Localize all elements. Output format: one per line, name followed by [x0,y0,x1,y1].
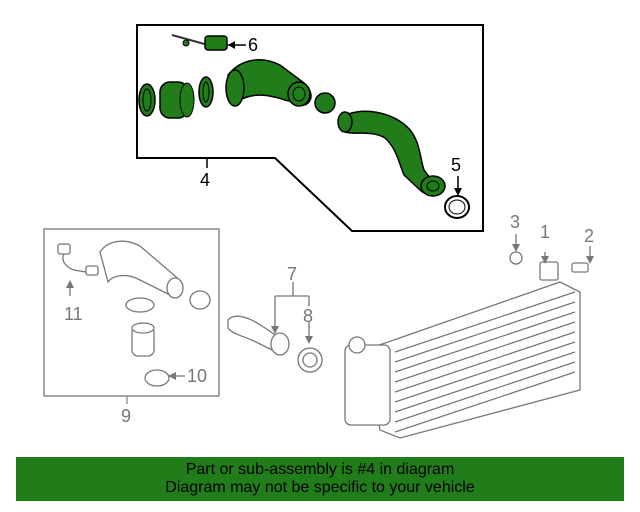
callout-3: 3 [510,212,520,232]
upper-duct [225,59,336,114]
callout-7: 7 [287,264,297,284]
o-ring-part-5 [444,176,470,219]
callout-8: 8 [303,306,313,326]
intercooler-part-1 [344,251,589,439]
sensor-part-6 [171,34,246,51]
assembly-9-outline [43,228,220,397]
banner-line-2: Diagram may not be specific to your vehi… [165,479,475,496]
lower-hose [337,110,446,197]
callout-5: 5 [451,155,461,175]
callout-10: 10 [187,366,207,386]
callout-2: 2 [584,226,594,246]
callout-9: 9 [121,406,131,426]
clamp-rings [138,76,214,119]
info-banner: Part or sub-assembly is #4 in diagram Di… [16,457,624,501]
assembly-4-group: 4 5 6 [136,24,484,232]
callout-1: 1 [540,222,550,242]
banner-line-1: Part or sub-assembly is #4 in diagram [185,461,455,478]
callout-4: 4 [200,170,210,190]
duct-part-7 [227,315,323,373]
callout-11: 11 [64,304,83,324]
assembly-9-group: 9 10 11 [43,228,220,426]
callout-6: 6 [248,35,258,55]
assembly-4-outline [136,24,484,232]
